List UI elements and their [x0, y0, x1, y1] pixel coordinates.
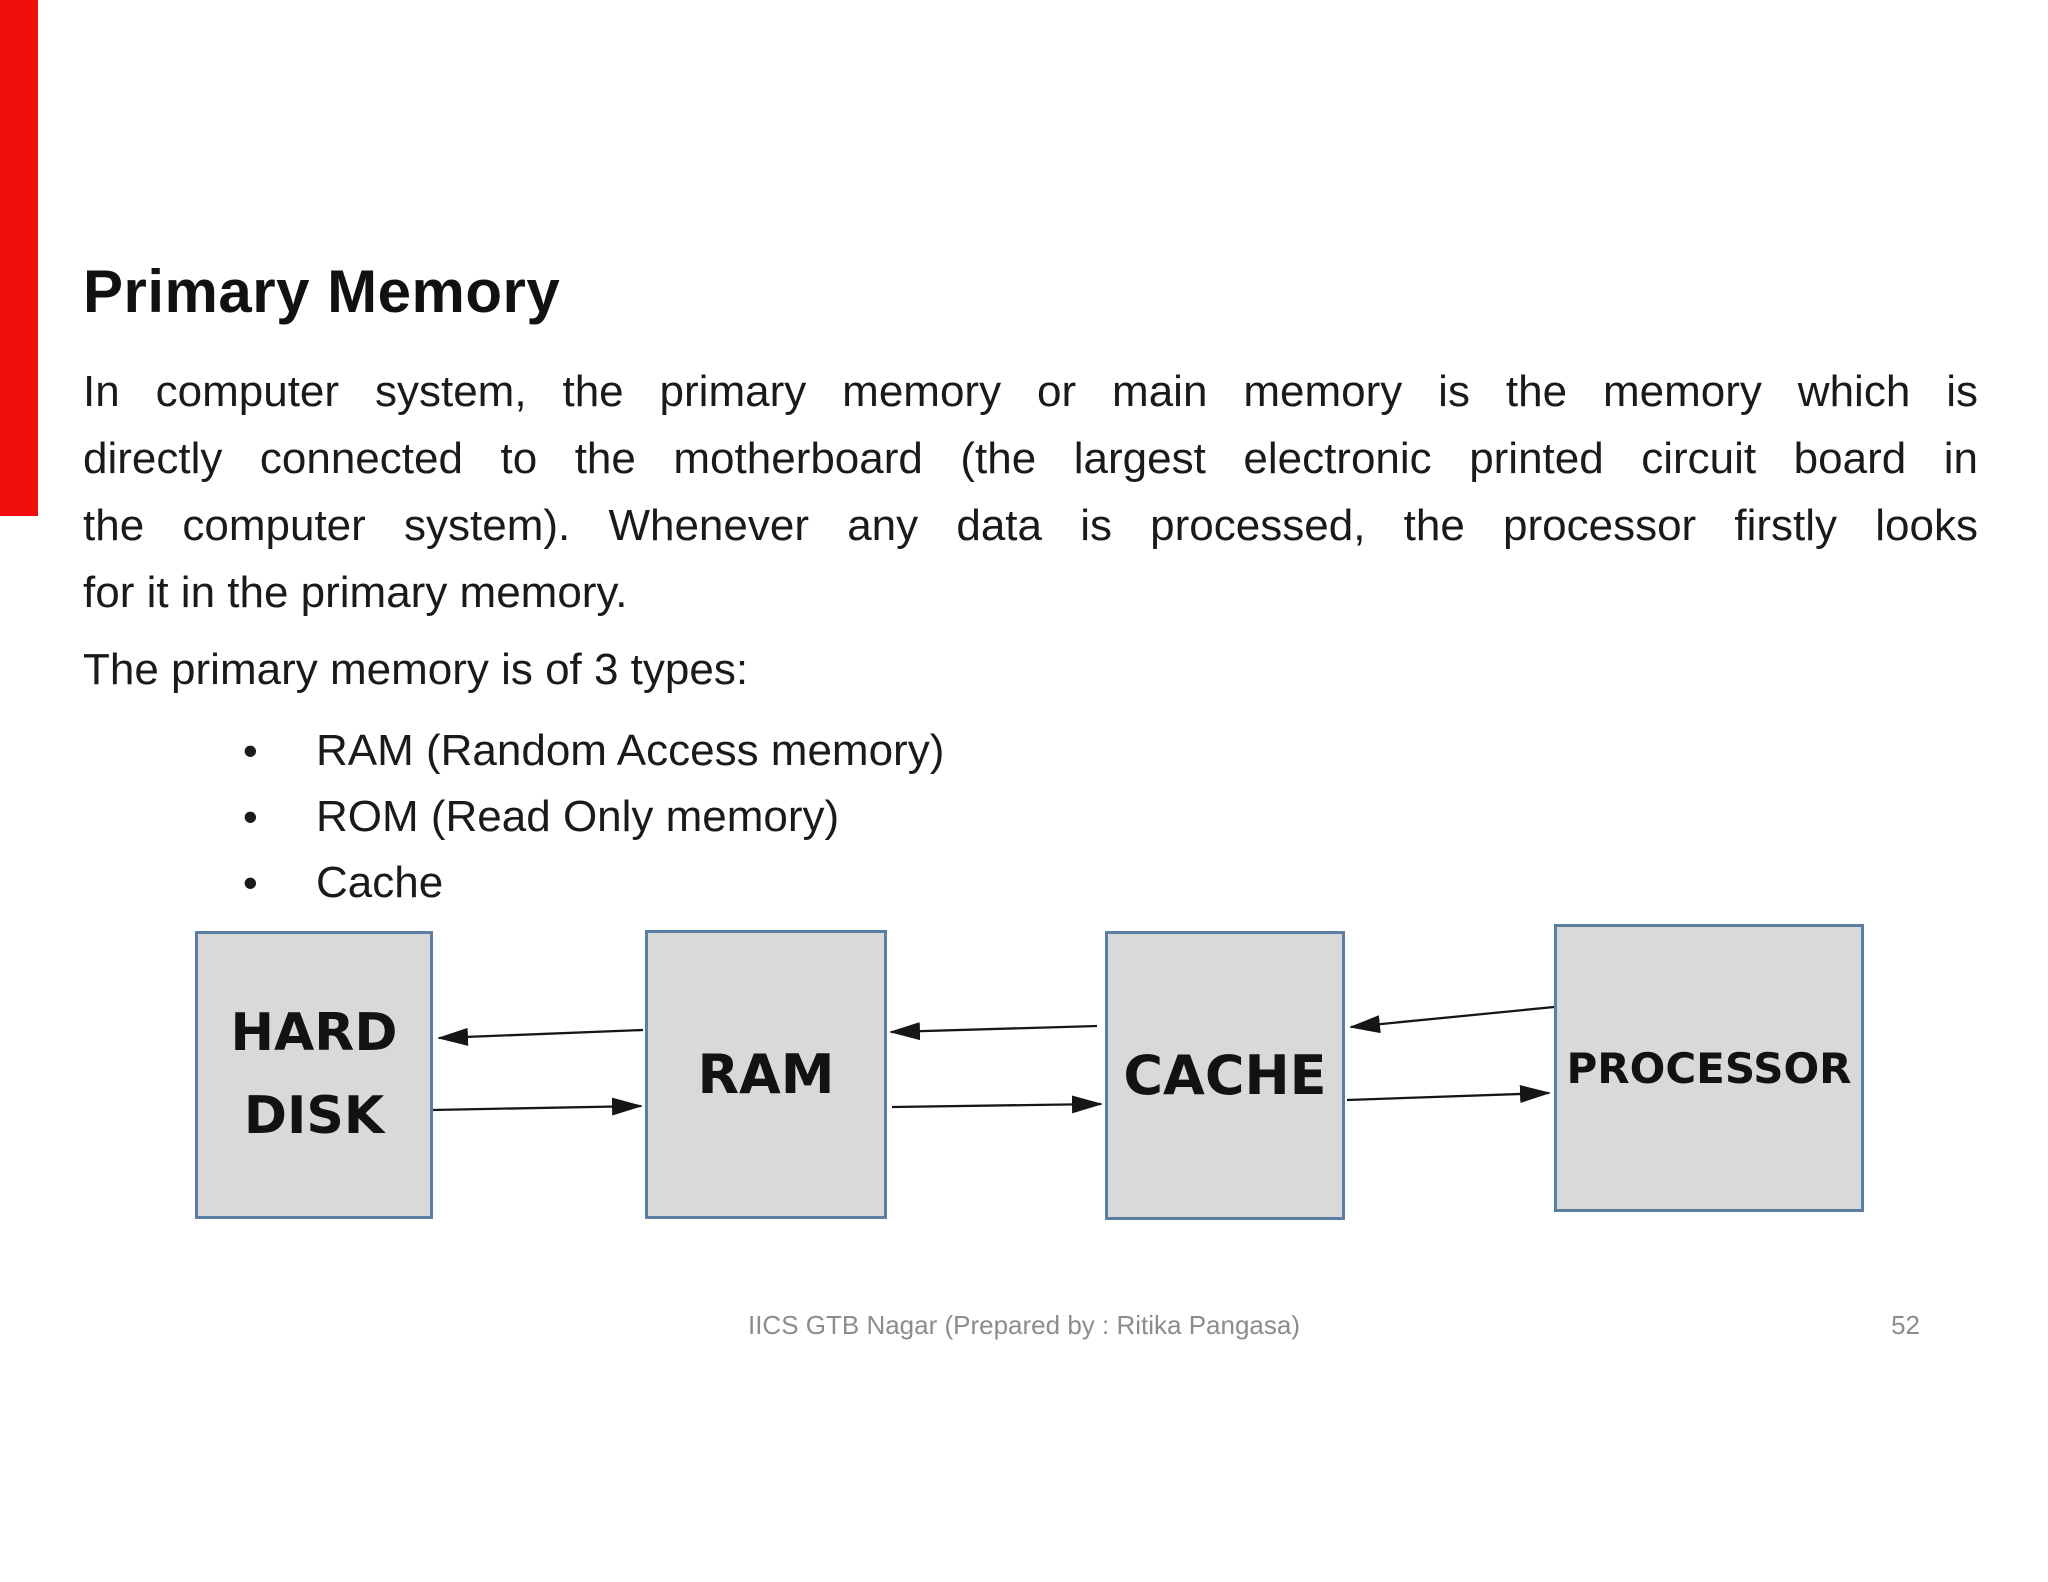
page-title: Primary Memory	[83, 258, 561, 325]
red-accent-bar	[0, 0, 38, 516]
bullet-item: ROM (Read Only memory)	[243, 784, 944, 850]
diagram-box-ram: RAM	[645, 930, 887, 1219]
bullet-label: ROM (Read Only memory)	[316, 792, 840, 841]
diagram-box-hard-disk: HARD DISK	[195, 931, 433, 1219]
box-label: RAM	[697, 1043, 835, 1106]
footer-text: IICS GTB Nagar (Prepared by : Ritika Pan…	[747, 1310, 1300, 1340]
box-label: HARD DISK	[230, 1002, 398, 1146]
paragraph-line: directly connected to the motherboard (t…	[83, 434, 1978, 483]
bullet-icon	[243, 850, 316, 916]
bullet-label: RAM (Random Access memory)	[316, 726, 945, 775]
diagram-box-cache: CACHE	[1105, 931, 1345, 1220]
box-label: CACHE	[1123, 1044, 1327, 1107]
box-label: PROCESSOR	[1566, 1043, 1852, 1093]
body-paragraph: In computer system, the primary memory o…	[83, 358, 1978, 626]
bullet-label: Cache	[316, 858, 444, 907]
bullet-item: RAM (Random Access memory)	[243, 718, 944, 784]
bullet-item: Cache	[243, 850, 944, 916]
bullet-icon	[243, 718, 316, 784]
page-number: 52	[1891, 1310, 1920, 1340]
paragraph-line: for it in the primary memory.	[83, 568, 628, 617]
diagram-box-processor: PROCESSOR	[1554, 924, 1864, 1212]
bullet-list: RAM (Random Access memory) ROM (Read Onl…	[243, 718, 944, 916]
types-heading: The primary memory is of 3 types:	[83, 645, 749, 694]
paragraph-line: In computer system, the primary memory o…	[83, 367, 1978, 416]
paragraph-line: the computer system). Whenever any data …	[83, 501, 1978, 550]
bullet-icon	[243, 784, 316, 850]
